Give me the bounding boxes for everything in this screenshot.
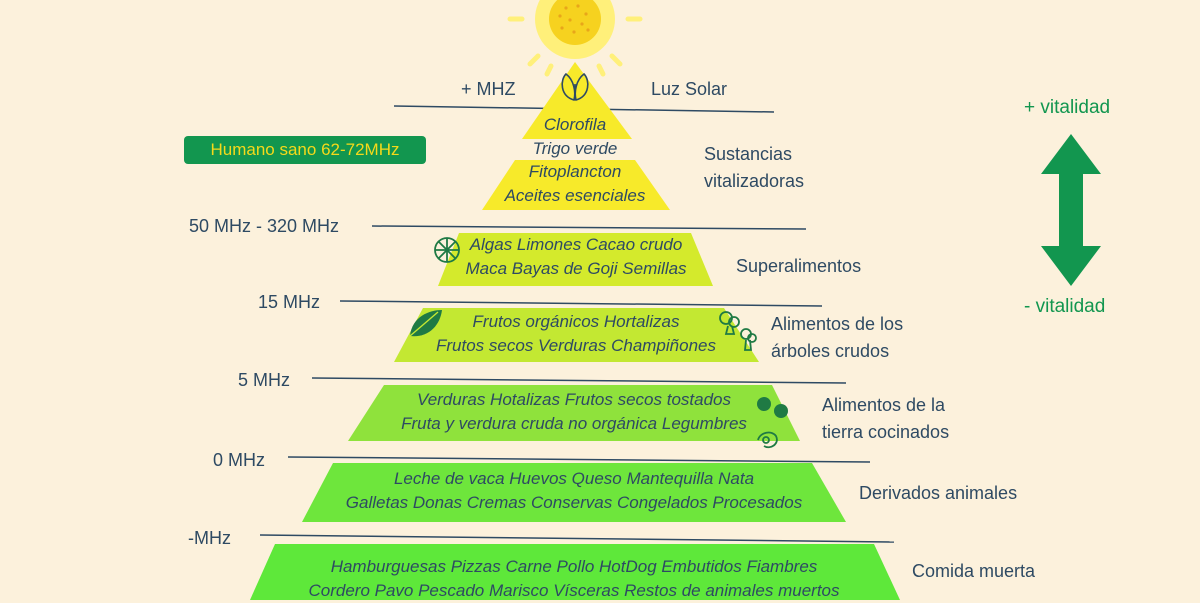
tier-1-line-1: Clorofila	[543, 115, 607, 134]
category-superalimentos: Superalimentos	[736, 256, 862, 276]
sun-icon	[507, 0, 643, 81]
freq-label-top: + MHZ	[461, 79, 516, 99]
double-arrow-icon	[1041, 134, 1101, 286]
leaf-icon	[409, 310, 442, 337]
tier-2-line-2: Aceites esenciales	[504, 186, 646, 205]
category-sustancias: Sustancias vitalizadoras	[704, 144, 805, 191]
bean-icon	[757, 431, 778, 449]
vitality-top-label: + vitalidad	[1024, 97, 1111, 118]
category-comida-muerta: Comida muerta	[912, 561, 1036, 581]
tier-4-shape	[394, 308, 759, 362]
tier-3-text: Algas Limones Cacao crudo Maca Bayas de …	[426, 233, 726, 281]
tier-5-shape	[348, 385, 800, 441]
lemon-slice-icon	[434, 237, 460, 263]
category-derivados: Derivados animales	[859, 483, 1018, 503]
tier-6-line-2: Galletas Donas Cremas Conservas Congelad…	[345, 493, 803, 512]
category-luz-solar: Luz Solar	[651, 79, 728, 99]
tier-2-text: Fitoplancton Aceites esenciales	[475, 160, 675, 208]
tier-5-line-2: Fruta y verdura cruda no orgánica Legumb…	[401, 414, 747, 433]
tier-6-shape	[302, 463, 846, 522]
broccoli-icon	[719, 311, 757, 351]
tomato-icon	[757, 397, 788, 418]
tier-3-line-2: Maca Bayas de Goji Semillas	[465, 259, 687, 278]
tier-2-shape	[482, 160, 670, 210]
freq-label-3: 5 MHz	[238, 370, 291, 390]
tier-3-line-1: Algas Limones Cacao crudo	[469, 235, 683, 254]
tier-3-shape	[438, 233, 713, 286]
tier-4-line-2: Frutos secos Verduras Champiñones	[435, 336, 716, 355]
vitality-bottom-label: - vitalidad	[1024, 296, 1106, 317]
category-tierra-cocinados: Alimentos de la tierra cocinados	[822, 395, 950, 442]
tier-6-line-1: Leche de vaca Huevos Queso Mantequilla N…	[393, 469, 755, 488]
tier-5-text: Verduras Hotalizas Frutos secos tostados…	[364, 388, 784, 436]
tier-1-text: Clorofila Trigo verde	[475, 113, 675, 161]
tier-2-line-1: Fitoplancton	[528, 162, 622, 181]
tier-6-text: Leche de vaca Huevos Queso Mantequilla N…	[304, 467, 844, 515]
tier-7-text: Hamburguesas Pizzas Carne Pollo HotDog E…	[264, 555, 884, 603]
tier-7-line-1: Hamburguesas Pizzas Carne Pollo HotDog E…	[330, 557, 818, 576]
freq-label-5: -MHz	[188, 528, 231, 548]
freq-label-2: 15 MHz	[258, 292, 321, 312]
frequency-lines	[259, 105, 895, 543]
tier-4-text: Frutos orgánicos Hortalizas Frutos secos…	[396, 310, 756, 358]
leaves-icon	[561, 72, 589, 101]
category-arboles-crudos: Alimentos de los árboles crudos	[771, 314, 904, 361]
healthy-human-badge: Humano sano 62-72MHz	[184, 136, 426, 164]
freq-label-4: 0 MHz	[213, 450, 266, 470]
tier-7-shape	[250, 544, 900, 600]
freq-label-1: 50 MHz - 320 MHz	[189, 216, 340, 236]
tier-4-line-1: Frutos orgánicos Hortalizas	[472, 312, 680, 331]
tier-5-line-1: Verduras Hotalizas Frutos secos tostados	[416, 390, 731, 409]
tier-1-line-2: Trigo verde	[532, 139, 618, 158]
tier-7-line-2: Cordero Pavo Pescado Marisco Vísceras Re…	[308, 581, 840, 600]
